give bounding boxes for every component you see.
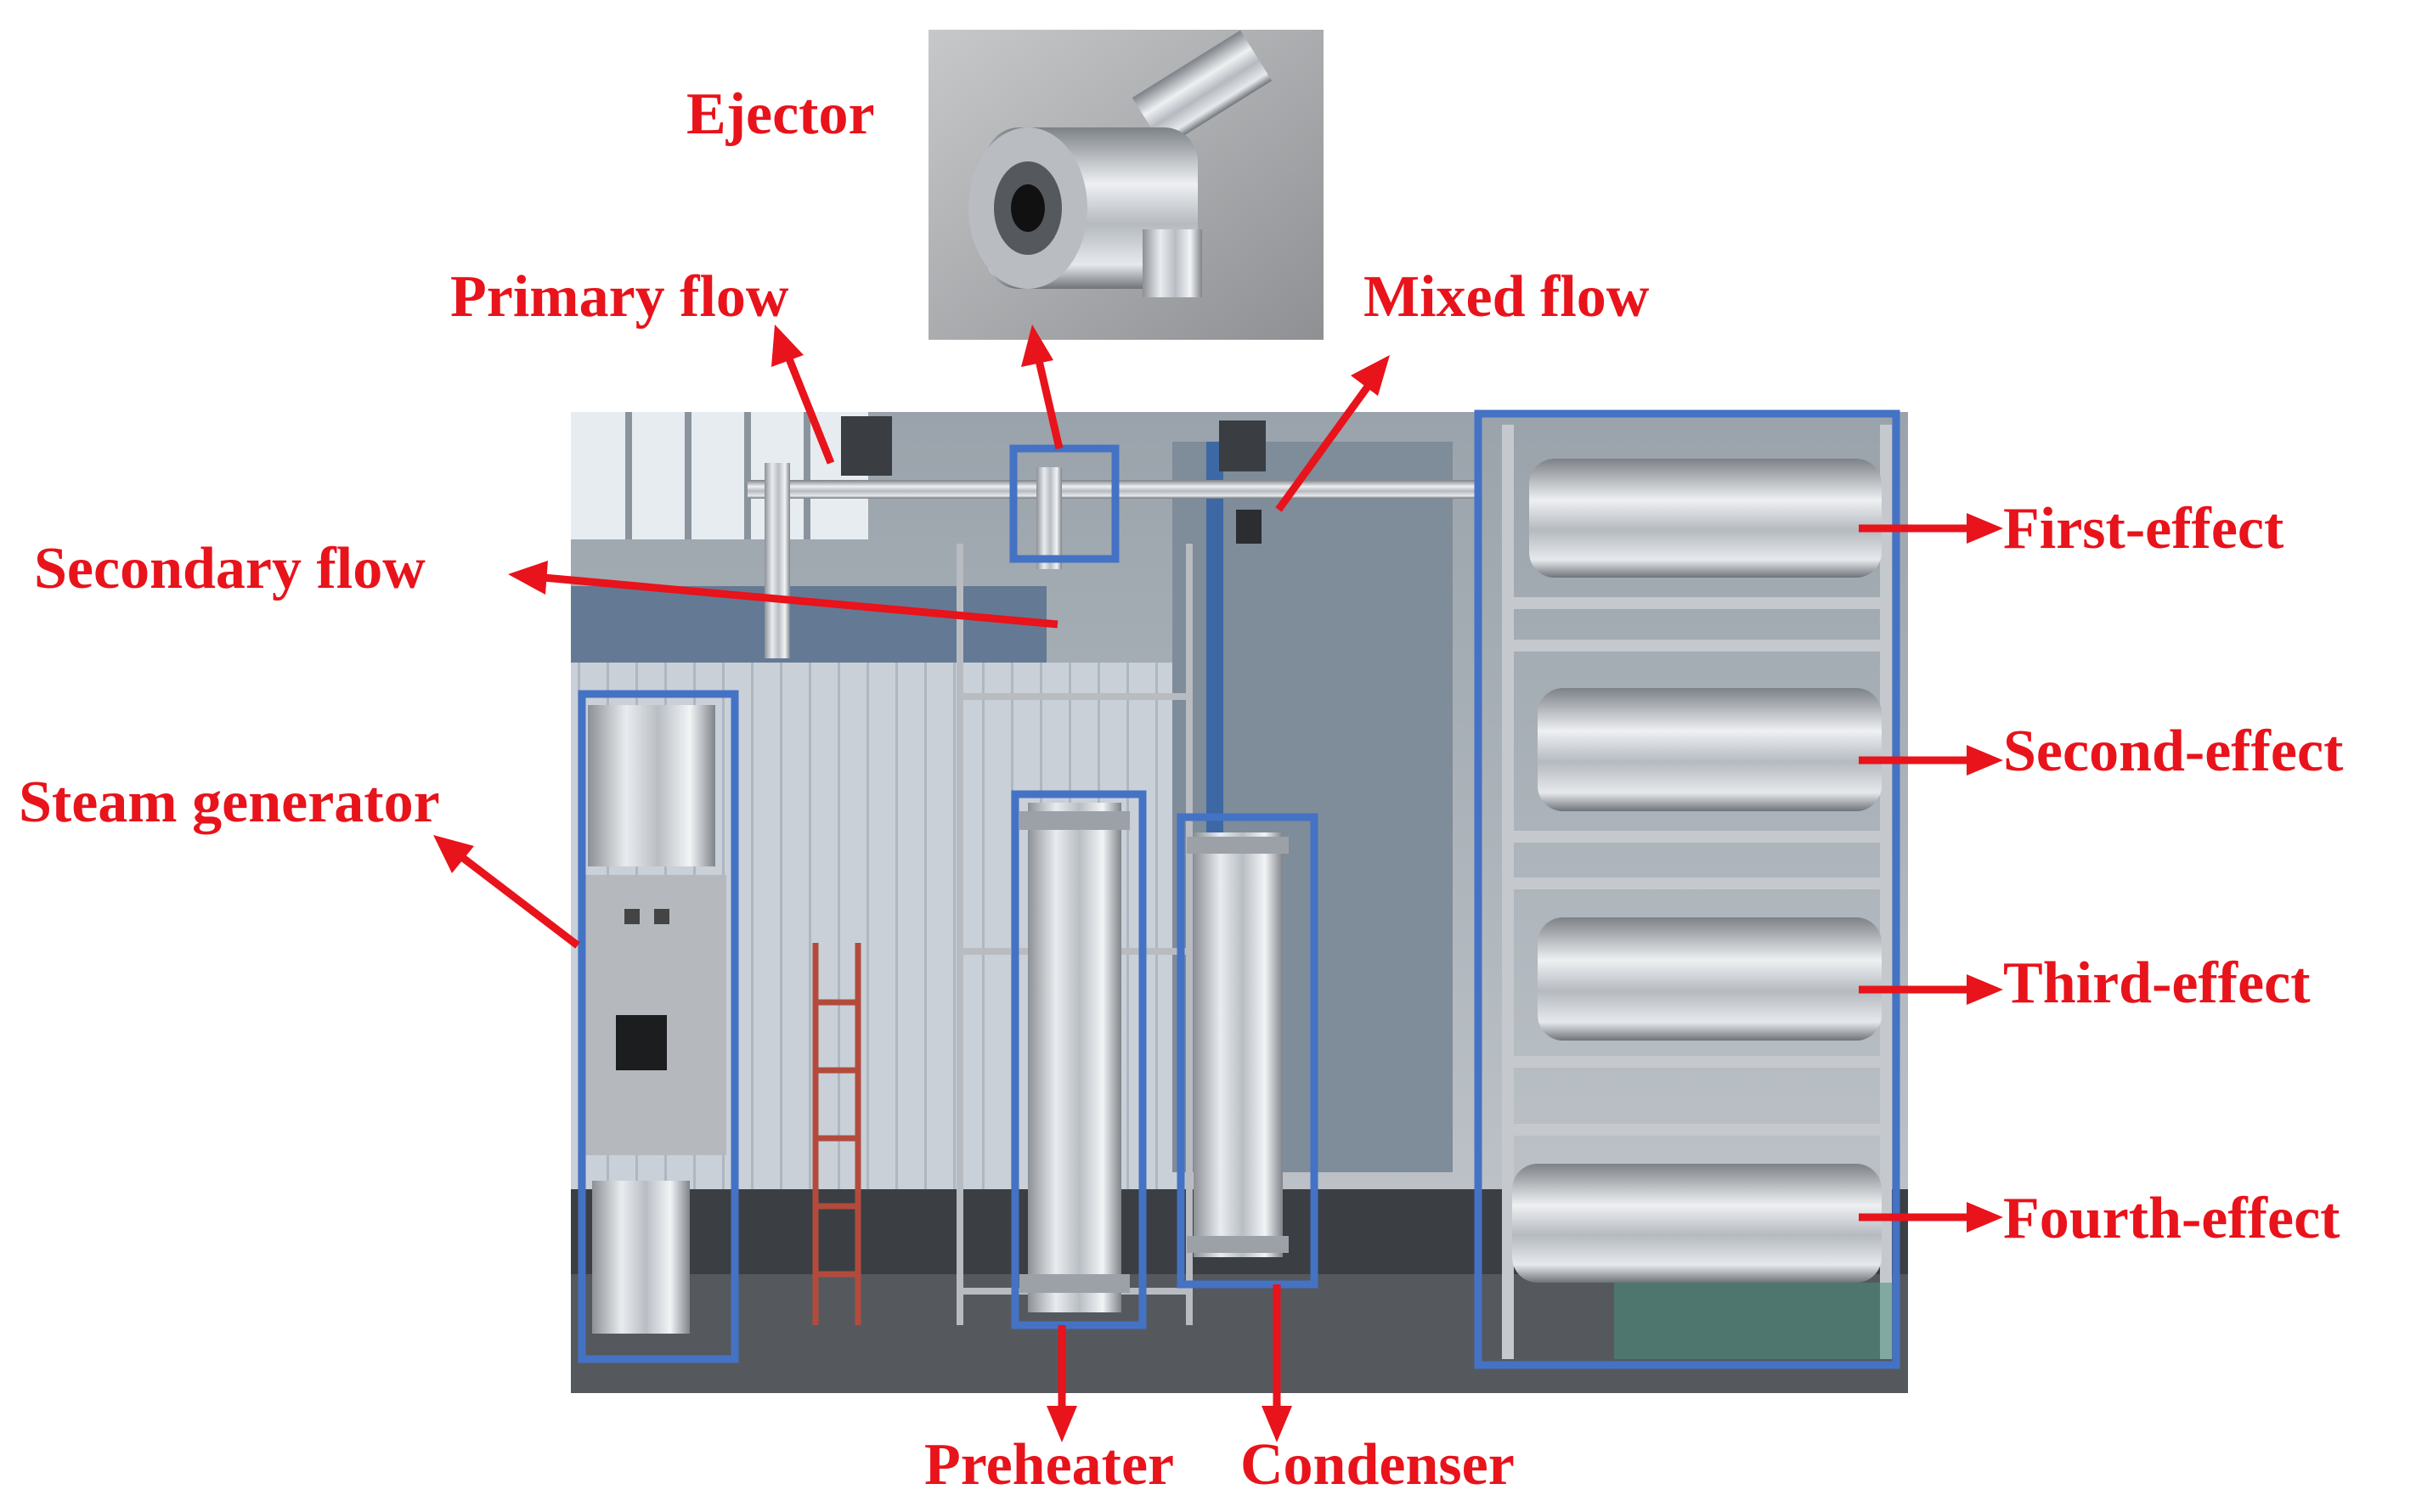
ejector-box xyxy=(1009,444,1120,563)
secondary-flow-label: Secondary flow xyxy=(34,536,426,601)
primary-flow-arrow xyxy=(771,324,835,465)
second-effect-label: Second-effect xyxy=(2003,719,2344,784)
first-effect-label: First-effect xyxy=(2003,496,2284,561)
third-effect-arrow xyxy=(1859,974,2003,1005)
ejector-arrow xyxy=(1021,324,1064,450)
ejector-photo xyxy=(929,30,1324,340)
primary-flow-label: Primary flow xyxy=(450,264,789,330)
second-effect-arrow xyxy=(1859,745,2003,776)
preheater-arrow xyxy=(1047,1325,1077,1442)
effects-box xyxy=(1474,409,1900,1369)
ejector-label: Ejector xyxy=(686,82,875,147)
mixed-flow-label: Mixed flow xyxy=(1363,264,1650,330)
first-effect-arrow xyxy=(1859,513,2003,544)
condenser-arrow xyxy=(1262,1284,1292,1442)
condenser-label: Condenser xyxy=(1240,1432,1515,1498)
preheater-box xyxy=(1011,790,1147,1329)
preheater-label: Preheater xyxy=(924,1432,1175,1498)
steam-generator-box xyxy=(578,690,739,1363)
secondary-flow-arrow xyxy=(508,561,1058,629)
main-photo xyxy=(571,412,1908,1393)
condenser-box xyxy=(1177,813,1318,1289)
steam-generator-label: Steam generator xyxy=(19,770,440,835)
steam-generator-arrow xyxy=(433,835,580,949)
third-effect-label: Third-effect xyxy=(2003,951,2311,1016)
fourth-effect-arrow xyxy=(1859,1202,2003,1233)
fourth-effect-label: Fourth-effect xyxy=(2003,1186,2340,1251)
mixed-flow-arrow xyxy=(1275,355,1390,512)
